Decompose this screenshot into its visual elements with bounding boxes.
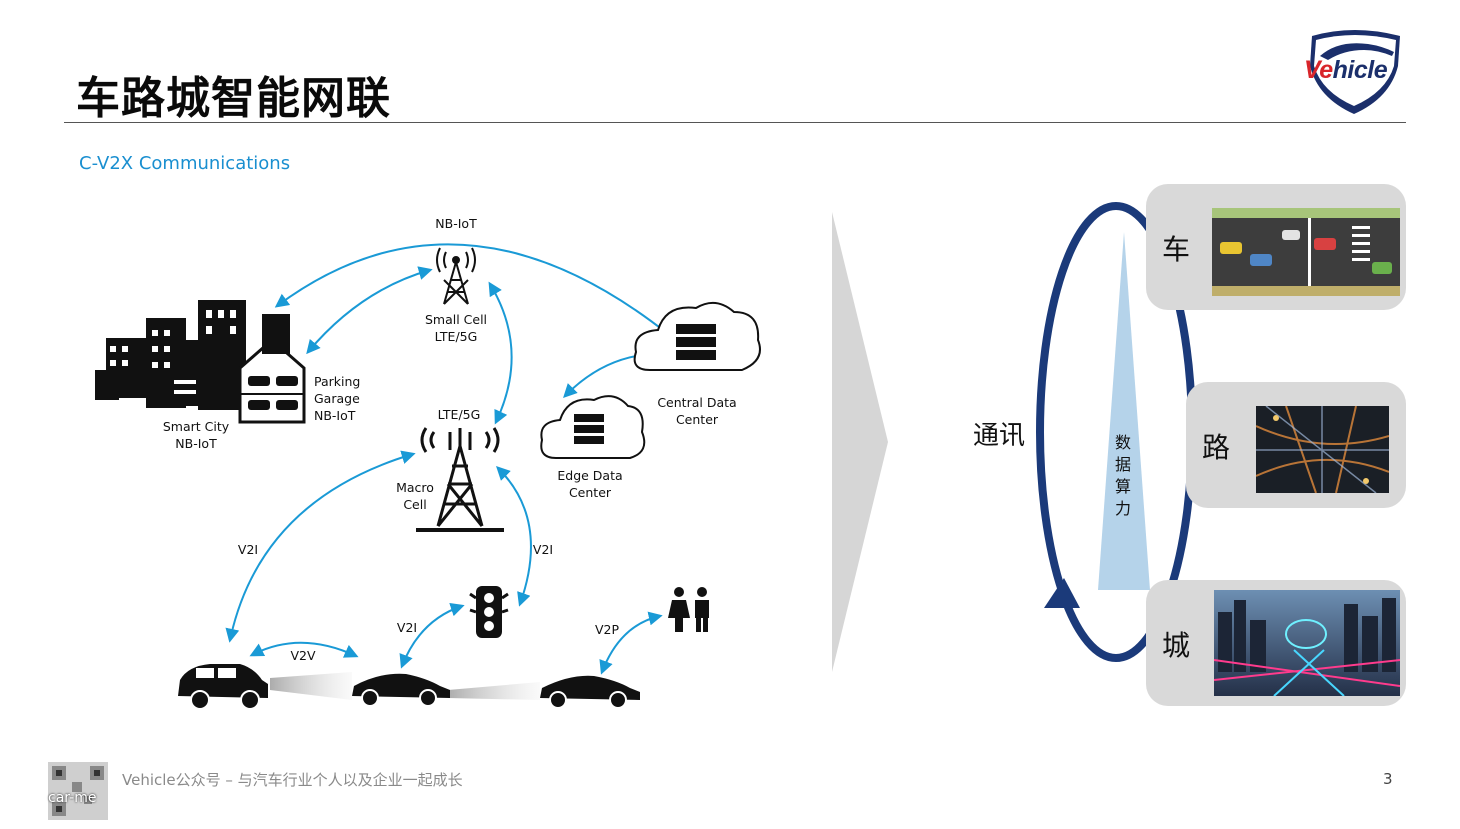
label-macro-tech: LTE/5G: [438, 407, 481, 422]
smart-city-image: [1214, 590, 1400, 696]
link-v2p: [599, 611, 663, 675]
sedan-car-icon: [352, 673, 450, 707]
card-vehicle: 车: [1146, 184, 1406, 310]
vehicles: [178, 664, 640, 710]
label-smart-city: Smart City: [163, 419, 230, 434]
link-smallcell-parking: [306, 266, 433, 355]
footer-text: Vehicle公众号 – 与汽车行业个人以及企业一起成长: [122, 771, 463, 789]
link-v2i-left: [225, 450, 416, 643]
suv-car-icon: [178, 664, 268, 710]
link-v2i-mid: [399, 602, 465, 669]
link-v2v: [249, 641, 359, 658]
title-divider: [64, 122, 1406, 123]
communication-links: [225, 243, 673, 675]
cycle-arrowhead-icon: [1044, 578, 1080, 608]
sports-car-icon: [540, 675, 640, 709]
parking-garage-icon: [238, 314, 306, 424]
label-nb-iot: NB-IoT: [435, 216, 477, 231]
card-road-label: 路: [1202, 431, 1231, 464]
logo-wordmark: Vehicle: [1304, 56, 1388, 84]
pedestrians-icon: [668, 587, 709, 632]
smart-city-buildings-icon: [95, 300, 246, 410]
label-central-dc-2: Center: [676, 412, 719, 427]
transition-chevron-icon: [832, 212, 888, 672]
communication-label: 通讯: [973, 421, 1026, 451]
label-macro-cell: Cell: [403, 497, 426, 512]
label-edge-dc-2: Center: [569, 485, 612, 500]
label-small-cell: Small Cell: [425, 312, 487, 327]
link-v2i-right: [496, 466, 532, 607]
label-garage-nbiot: NB-IoT: [314, 408, 356, 423]
slide-title: 车路城智能网联: [76, 73, 391, 124]
label-small-cell-tech: LTE/5G: [435, 329, 478, 344]
label-macro: Macro: [396, 480, 434, 495]
card-city-label: 城: [1162, 629, 1191, 662]
vehicle-logo: Vehicle: [1298, 26, 1410, 116]
label-v2i-left: V2I: [238, 542, 258, 557]
card-city: 城: [1146, 580, 1406, 706]
label-parking: Parking: [314, 374, 360, 389]
road-intersection-image: [1256, 406, 1389, 493]
section-subtitle: C-V2X Communications: [79, 153, 291, 174]
page-number: 3: [1383, 770, 1393, 788]
label-central-dc: Central Data: [657, 395, 736, 410]
small-cell-tower-icon: [436, 247, 476, 305]
compute-label: 数 据 算 力: [1114, 433, 1131, 518]
traffic-light-icon: [469, 586, 509, 638]
label-v2i-right: V2I: [533, 542, 553, 557]
label-v2p: V2P: [595, 622, 620, 637]
central-data-center-cloud-icon: [633, 301, 761, 371]
qr-label: car-me: [48, 790, 97, 806]
link-smallcell-macro: [488, 281, 513, 425]
label-edge-dc: Edge Data: [557, 468, 622, 483]
label-garage: Garage: [314, 391, 360, 406]
cv2x-diagram: NB-IoT Small Cell LTE/5G Central Data Ce…: [95, 216, 761, 710]
street-traffic-image: [1212, 208, 1400, 296]
label-v2i-mid: V2I: [397, 620, 417, 635]
label-smart-city-nbiot: NB-IoT: [175, 436, 217, 451]
shield-logo-icon: [1310, 30, 1400, 114]
label-v2v: V2V: [290, 648, 316, 663]
macro-cell-tower-icon: [416, 427, 504, 532]
edge-data-center-cloud-icon: [540, 395, 646, 459]
compute-triangle: [1098, 232, 1150, 590]
qr-code: car-me: [48, 762, 108, 820]
card-vehicle-label: 车: [1162, 233, 1191, 266]
card-road: 路: [1186, 382, 1406, 508]
